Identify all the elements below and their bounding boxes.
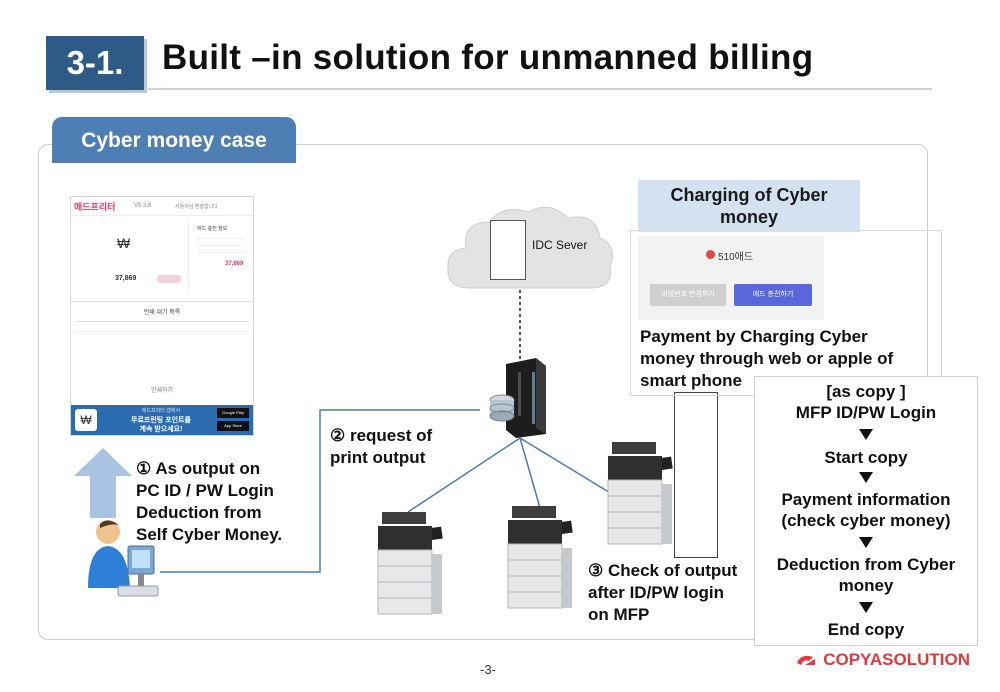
idc-server-box	[490, 220, 526, 280]
web-logo: 애드프리터	[74, 202, 116, 212]
flow-step-end: End copy	[827, 620, 905, 639]
section-number: 3-1.	[46, 36, 144, 90]
pc-to-server-line	[160, 409, 480, 573]
step1-text: ① As output on PC ID / PW Login Deductio…	[136, 459, 283, 544]
banner-line1: 애드프리터 앱에서	[141, 408, 181, 414]
flow-step-login: [as copy ] MFP ID/PW Login	[795, 382, 937, 422]
change-password-button[interactable]: 비밀번호 변경하기	[650, 284, 726, 306]
pc-web-screenshot: 애드프리터 V5.3.6 사용자님 환영합니다 ₩ ​ 37,869 애드 충전…	[70, 196, 254, 436]
printer-icon	[607, 442, 673, 545]
brand-name: COPYASOLUTION	[823, 650, 970, 669]
balance-value: 37,869	[115, 275, 137, 282]
app-banner: ₩ 애드프리터 앱에서 무료프린팅 포인트를 계속 받으세요! Google P…	[71, 405, 253, 435]
qr-icon: ₩	[75, 409, 97, 431]
google-play-badge[interactable]: Google Play	[217, 408, 249, 418]
down-arrow-icon	[859, 472, 873, 483]
copy-flow-box: [as copy ] MFP ID/PW Login Start copy Pa…	[754, 376, 978, 646]
web-greeting: 사용자님 환영합니다	[175, 204, 218, 210]
step2-text: ② request of print output	[330, 426, 433, 467]
print-button[interactable]: 인쇄하기	[150, 388, 174, 394]
case-tab: Cyber money case	[52, 117, 296, 163]
flow-step-payment: Payment information (check cyber money)	[781, 490, 951, 530]
title-underline	[148, 88, 932, 90]
charge-mini-button[interactable]	[157, 275, 181, 283]
idc-server-label: IDC Sever	[532, 238, 588, 252]
charging-app-panel: 510애드 비밀번호 변경하기 애드 충전하기	[638, 236, 824, 320]
server-to-mfp3-line	[519, 437, 613, 495]
cloud-icon	[447, 206, 613, 289]
banner-line3: 계속 받으세요!	[139, 426, 183, 433]
panel-balance: 37,869	[225, 261, 244, 267]
up-arrow-icon	[74, 448, 132, 518]
brand-logo: COPYASOLUTION	[795, 650, 970, 670]
charging-heading: Charging of Cyber money	[638, 180, 860, 232]
flow-step-start: Start copy	[824, 448, 908, 467]
banner-line2: 무료프린팅 포인트를	[131, 417, 191, 424]
down-arrow-icon	[859, 537, 873, 548]
ad-coin-icon	[706, 250, 715, 259]
charge-ad-button[interactable]: 애드 충전하기	[734, 284, 812, 306]
down-arrow-icon	[859, 602, 873, 613]
panel-title: 애드 충전 정보	[197, 226, 228, 232]
server-icon	[489, 358, 546, 438]
app-store-badge[interactable]: App Store	[217, 421, 249, 431]
won-icon: ₩	[117, 235, 131, 251]
user-at-computer-icon	[88, 520, 159, 597]
slide-title: Built –in solution for unmanned billing	[162, 38, 814, 77]
printer-icon	[377, 512, 443, 615]
printer-icon	[507, 506, 573, 609]
charging-description: Payment by Charging Cyber money through …	[640, 327, 894, 390]
down-arrow-icon	[859, 429, 873, 440]
brand-mark-icon	[797, 655, 816, 665]
server-to-mfp2-line	[519, 437, 541, 509]
print-queue-title: 인쇄 대기 목록	[143, 310, 181, 316]
smartphone-outline	[674, 392, 718, 558]
page-number: -3-	[480, 662, 496, 677]
charging-amount: 510애드	[718, 252, 754, 263]
server-to-mfp1-line	[407, 437, 521, 513]
web-version: V5.3.6	[134, 203, 152, 209]
step3-text: ③ Check of output after ID/PW login on M…	[588, 561, 738, 624]
flow-step-deduction: Deduction from Cyber money	[776, 555, 956, 595]
